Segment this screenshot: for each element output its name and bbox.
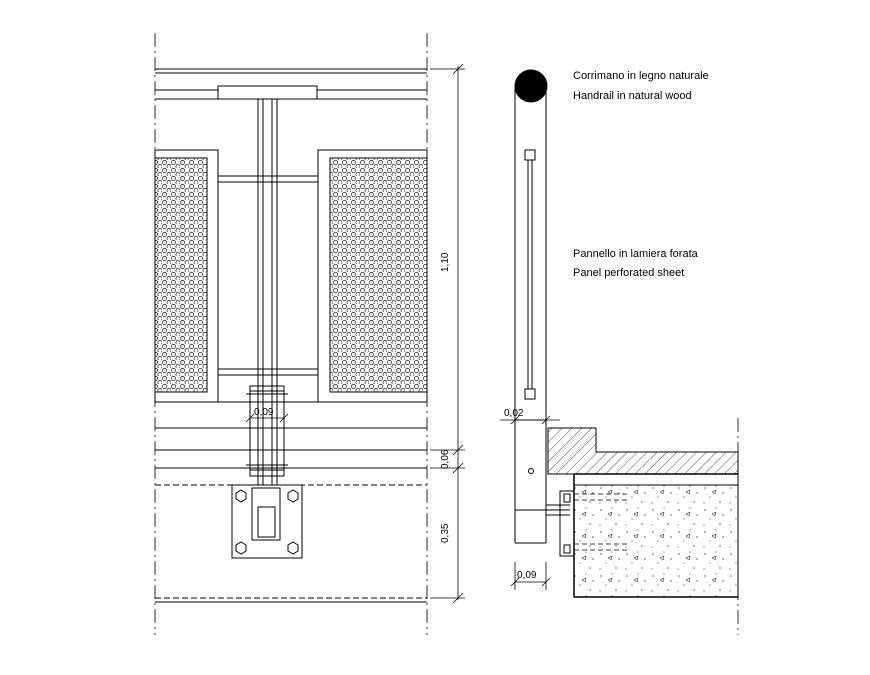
panel-thickness-dimension xyxy=(500,415,560,425)
base-plate xyxy=(231,484,303,559)
dim-gap: 0,06 xyxy=(440,449,451,469)
handrail-elevation xyxy=(155,68,427,100)
bracket-width-dimension xyxy=(510,562,551,590)
dim-beam-depth: 0,35 xyxy=(440,523,451,543)
dim-total-height: 1,10 xyxy=(440,252,451,272)
handrail-section xyxy=(514,69,548,103)
post-width-dimension xyxy=(245,413,289,423)
note-panel-it: Pannello in lamiera forata xyxy=(573,248,699,260)
post-elevation xyxy=(246,99,288,488)
perforated-panel-left xyxy=(154,149,219,403)
dim-post-width: 0,09 xyxy=(254,407,274,418)
side-section xyxy=(500,69,739,635)
note-handrail-it: Corrimano in legno naturale xyxy=(573,70,709,82)
panel-section xyxy=(524,149,536,400)
dim-bracket-width: 0,09 xyxy=(517,570,537,581)
vertical-dimension-chain xyxy=(430,63,465,604)
concrete-slab xyxy=(573,418,739,635)
note-panel-en: Panel perforated sheet xyxy=(573,267,684,279)
perforated-panel-right xyxy=(317,149,428,403)
front-elevation xyxy=(154,33,465,635)
note-handrail-en: Handrail in natural wood xyxy=(573,90,692,102)
floor-finish xyxy=(547,427,739,475)
dim-panel-thickness: 0,02 xyxy=(504,408,524,419)
